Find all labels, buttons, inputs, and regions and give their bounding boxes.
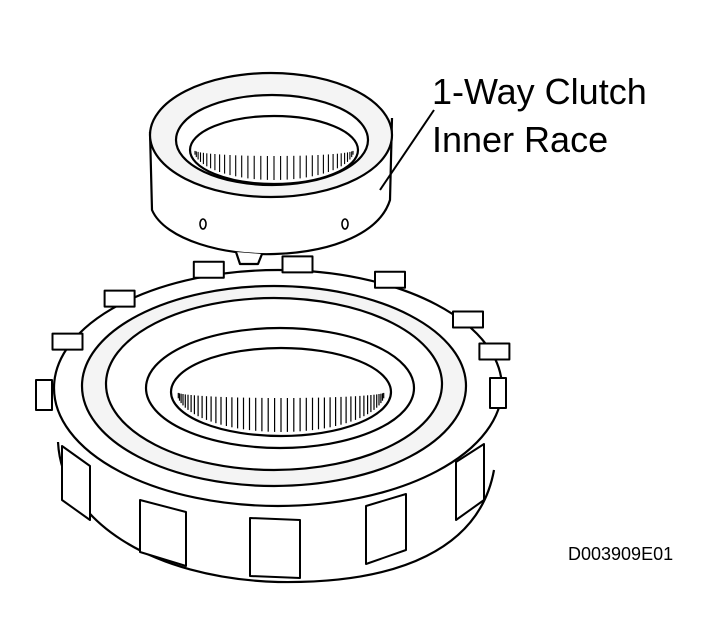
inner-race — [148, 71, 394, 266]
inner-race-hole-left — [199, 218, 207, 230]
hub-lug — [374, 270, 406, 289]
callout-leader-line — [379, 109, 435, 191]
figure-code: D003909E01 — [568, 544, 673, 564]
inner-race-bore — [188, 114, 360, 186]
hub-side-lug — [489, 377, 507, 409]
hub-tab-1 — [61, 445, 91, 521]
hub-external-lugs — [35, 255, 511, 411]
hub-tab-3 — [249, 517, 301, 579]
callout-label-line1: 1-Way Clutch — [432, 71, 647, 112]
hub-lug — [478, 342, 511, 361]
hub-lug — [51, 332, 84, 351]
hub-side-lug — [35, 379, 53, 411]
hub-lug — [103, 289, 136, 308]
hub-tab-2 — [139, 499, 187, 567]
hub-bottom-tabs — [61, 443, 485, 579]
callout-label-line2: Inner Race — [432, 119, 608, 160]
inner-race-notch — [234, 251, 264, 266]
hub-spline-teeth — [177, 392, 385, 432]
inner-race-spline-teeth — [194, 150, 354, 180]
hub-lug — [192, 260, 225, 279]
hub-lug — [281, 255, 314, 274]
hub-lug — [452, 310, 484, 329]
inner-race-hole-right — [341, 218, 349, 230]
hub-tab-5 — [455, 443, 485, 521]
hub-tab-4 — [365, 493, 407, 565]
